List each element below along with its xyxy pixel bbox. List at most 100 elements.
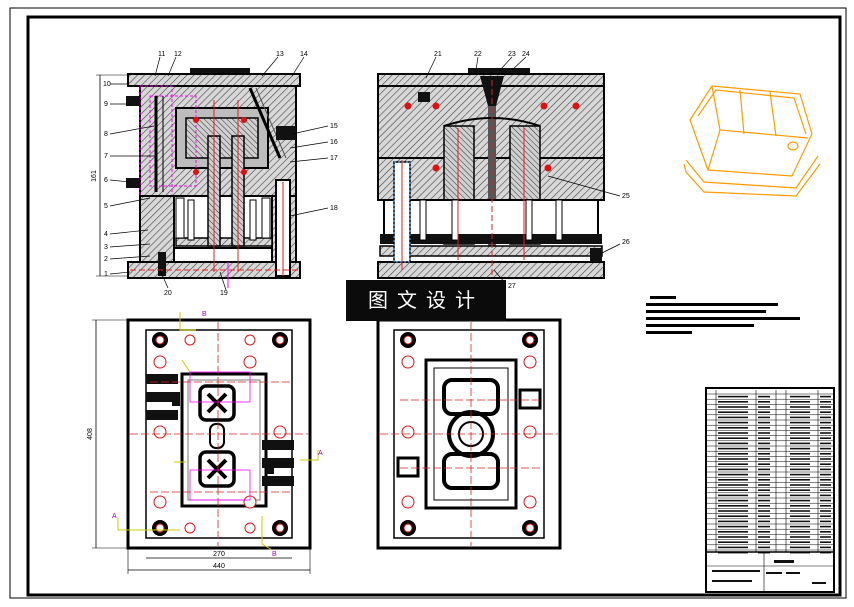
parts-list-cell-text	[758, 515, 770, 517]
parts-list-cell-text	[820, 536, 831, 538]
side-section-view: 21 22 23 24 25 26 27	[377, 51, 630, 290]
callout-2: 2	[104, 256, 108, 263]
parts-list-cell-text	[790, 458, 810, 460]
parts-list-cell-text	[820, 395, 831, 398]
parts-list-cell-text	[790, 401, 810, 403]
parts-list-cell-text	[790, 536, 810, 538]
dim-vertical-bottom: 408	[87, 428, 94, 440]
parts-list-cell-text	[790, 541, 810, 543]
callout-9: 9	[104, 101, 108, 108]
parts-list-cell-text	[758, 505, 770, 507]
parts-list-cell-text	[820, 531, 831, 533]
parts-list-cell-text	[820, 427, 831, 429]
parts-list-cell-text	[790, 484, 810, 486]
parts-list-cell-text	[718, 411, 748, 413]
parts-list-cell-text	[758, 479, 770, 481]
parts-list-cell-text	[718, 525, 748, 528]
parts-list-cell-text	[758, 525, 770, 528]
parts-list-cell-text	[758, 499, 770, 502]
dim-bottom-inner: 270	[213, 551, 225, 558]
parts-list-cell-text	[758, 536, 770, 538]
callout-25: 25	[622, 193, 630, 200]
parts-list-cell-text	[718, 442, 748, 445]
parts-list-cell-text	[790, 531, 810, 533]
parts-list-cell-text	[820, 453, 831, 455]
callout-16: 16	[330, 139, 338, 146]
parts-list-cell-text	[790, 416, 810, 419]
parts-list-cell-text	[820, 401, 831, 403]
parts-list-cell-text	[758, 442, 770, 445]
parts-list-cell-text	[790, 525, 810, 528]
parts-list-cell-text	[718, 499, 748, 502]
parts-list-cell-text	[820, 515, 831, 517]
parts-list-cell-text	[718, 505, 748, 507]
parts-list-cell-text	[758, 510, 770, 512]
parts-list-cell-text	[790, 421, 810, 424]
callout-20: 20	[164, 290, 172, 297]
parts-list-cell-text	[718, 546, 748, 549]
parts-list-cell-text	[790, 442, 810, 445]
parts-list-cell-text	[820, 541, 831, 543]
parts-list-cell-text	[820, 463, 831, 465]
parts-list-cell-text	[820, 520, 831, 523]
parts-list-cell-text	[718, 489, 748, 491]
dim-vertical-top: 161	[91, 170, 98, 182]
parts-list-cell-text	[790, 447, 810, 450]
parts-list-cell-text	[820, 458, 831, 460]
callout-23: 23	[508, 51, 516, 58]
parts-list-cell-text	[790, 515, 810, 517]
parts-list-cell-text	[790, 432, 810, 434]
parts-list-cell-text	[758, 427, 770, 429]
fixed-half-plan-view: A A B B 408 270 440	[87, 311, 323, 574]
callout-26: 26	[622, 239, 630, 246]
dim-bottom-outer: 440	[213, 563, 225, 570]
callout-8: 8	[104, 131, 108, 138]
moving-half-plan-view	[376, 318, 562, 550]
parts-list-cell-text	[718, 520, 748, 523]
parts-list-cell-text	[718, 401, 748, 403]
parts-list-cell-text	[758, 458, 770, 460]
parts-list-cell-text	[758, 531, 770, 533]
parts-list-cell-text	[790, 395, 810, 398]
callout-24: 24	[522, 51, 530, 58]
parts-list-cell-text	[718, 427, 748, 429]
callout-27: 27	[508, 283, 516, 290]
callout-13: 13	[276, 51, 284, 58]
parts-list-cell-text	[758, 520, 770, 523]
callout-11: 11	[158, 51, 165, 58]
parts-list-cell-text	[718, 463, 748, 465]
parts-list-cell-text	[820, 473, 831, 476]
parts-list-cell-text	[790, 546, 810, 549]
parts-list-cell-text	[790, 494, 810, 497]
title-block	[705, 387, 835, 593]
parts-list-cell-text	[820, 416, 831, 419]
parts-list-cell-text	[790, 411, 810, 413]
callout-7: 7	[104, 153, 108, 160]
parts-list-cell-text	[718, 515, 748, 517]
callout-10: 10	[103, 81, 111, 88]
section-letter-a-right: A	[318, 450, 323, 457]
callout-3: 3	[104, 244, 108, 251]
parts-list-cell-text	[718, 531, 748, 533]
parts-list-cell-text	[820, 499, 831, 502]
parts-list-cell-text	[790, 499, 810, 502]
parts-list-cell-text	[790, 468, 810, 471]
callout-15: 15	[330, 123, 338, 130]
parts-list-cell-text	[758, 473, 770, 476]
parts-list-cell-text	[820, 479, 831, 481]
parts-list-cell-text	[820, 437, 831, 439]
parts-list-cell-text	[820, 510, 831, 512]
parts-list-cell-text	[718, 432, 748, 434]
parts-list-cell-text	[718, 447, 748, 450]
section-letter-a-left: A	[112, 513, 117, 520]
parts-list-cell-text	[820, 484, 831, 486]
parts-list-cell-text	[820, 546, 831, 549]
callout-19: 19	[220, 290, 228, 297]
parts-list-cell-text	[820, 406, 831, 408]
part-isometric-view	[683, 85, 821, 197]
parts-list-cell-text	[718, 510, 748, 512]
parts-list-cell-text	[820, 432, 831, 434]
inner-frame	[26, 15, 842, 597]
